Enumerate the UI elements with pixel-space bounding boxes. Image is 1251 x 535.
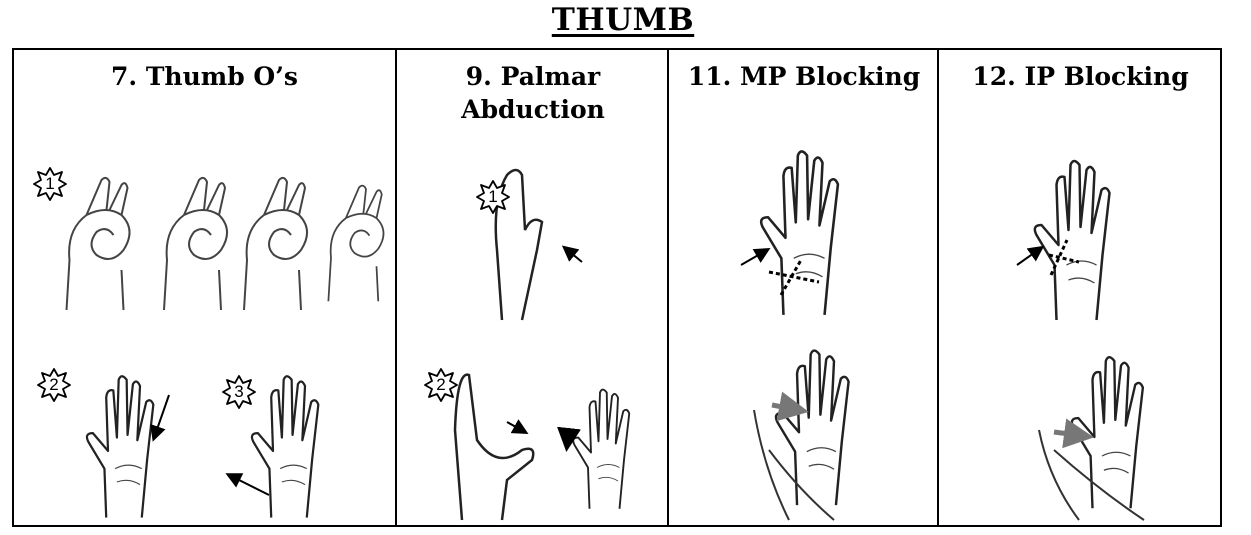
column-header: 7. Thumb O’s xyxy=(111,62,298,91)
badge-number: 2 xyxy=(49,375,59,394)
step-badge-2: 2 xyxy=(424,368,458,402)
badge-number: 2 xyxy=(436,375,446,394)
step-badge-3: 3 xyxy=(222,375,256,409)
palmar-abduction-illustration xyxy=(453,168,631,521)
column-header: 11. MP Blocking xyxy=(687,62,921,91)
badge-number: 1 xyxy=(45,174,55,193)
badge-number: 1 xyxy=(488,187,498,206)
ip-blocking-illustration xyxy=(1016,159,1145,521)
column-ip-blocking: 12. IP Blocking xyxy=(937,50,1222,525)
step-badge-1: 1 xyxy=(33,167,67,201)
column-header: 9. Palmar Abduction xyxy=(461,62,605,124)
page-title: THUMB xyxy=(551,2,695,38)
thumb-os-illustration xyxy=(65,176,385,519)
column-header: 12. IP Blocking xyxy=(972,62,1189,91)
column-palmar-abduction: 9. Palmar Abduction 1 2 xyxy=(395,50,669,525)
step-badge-1: 1 xyxy=(476,180,510,214)
mp-blocking-illustration xyxy=(740,150,850,521)
exercise-table: 7. Thumb O’s 1 2 3 9. Palmar Abduction 1… xyxy=(12,48,1222,527)
step-badge-2: 2 xyxy=(37,368,71,402)
column-thumb-os: 7. Thumb O’s 1 2 3 xyxy=(14,50,395,525)
badge-number: 3 xyxy=(234,382,244,401)
column-mp-blocking: 11. MP Blocking xyxy=(667,50,939,525)
